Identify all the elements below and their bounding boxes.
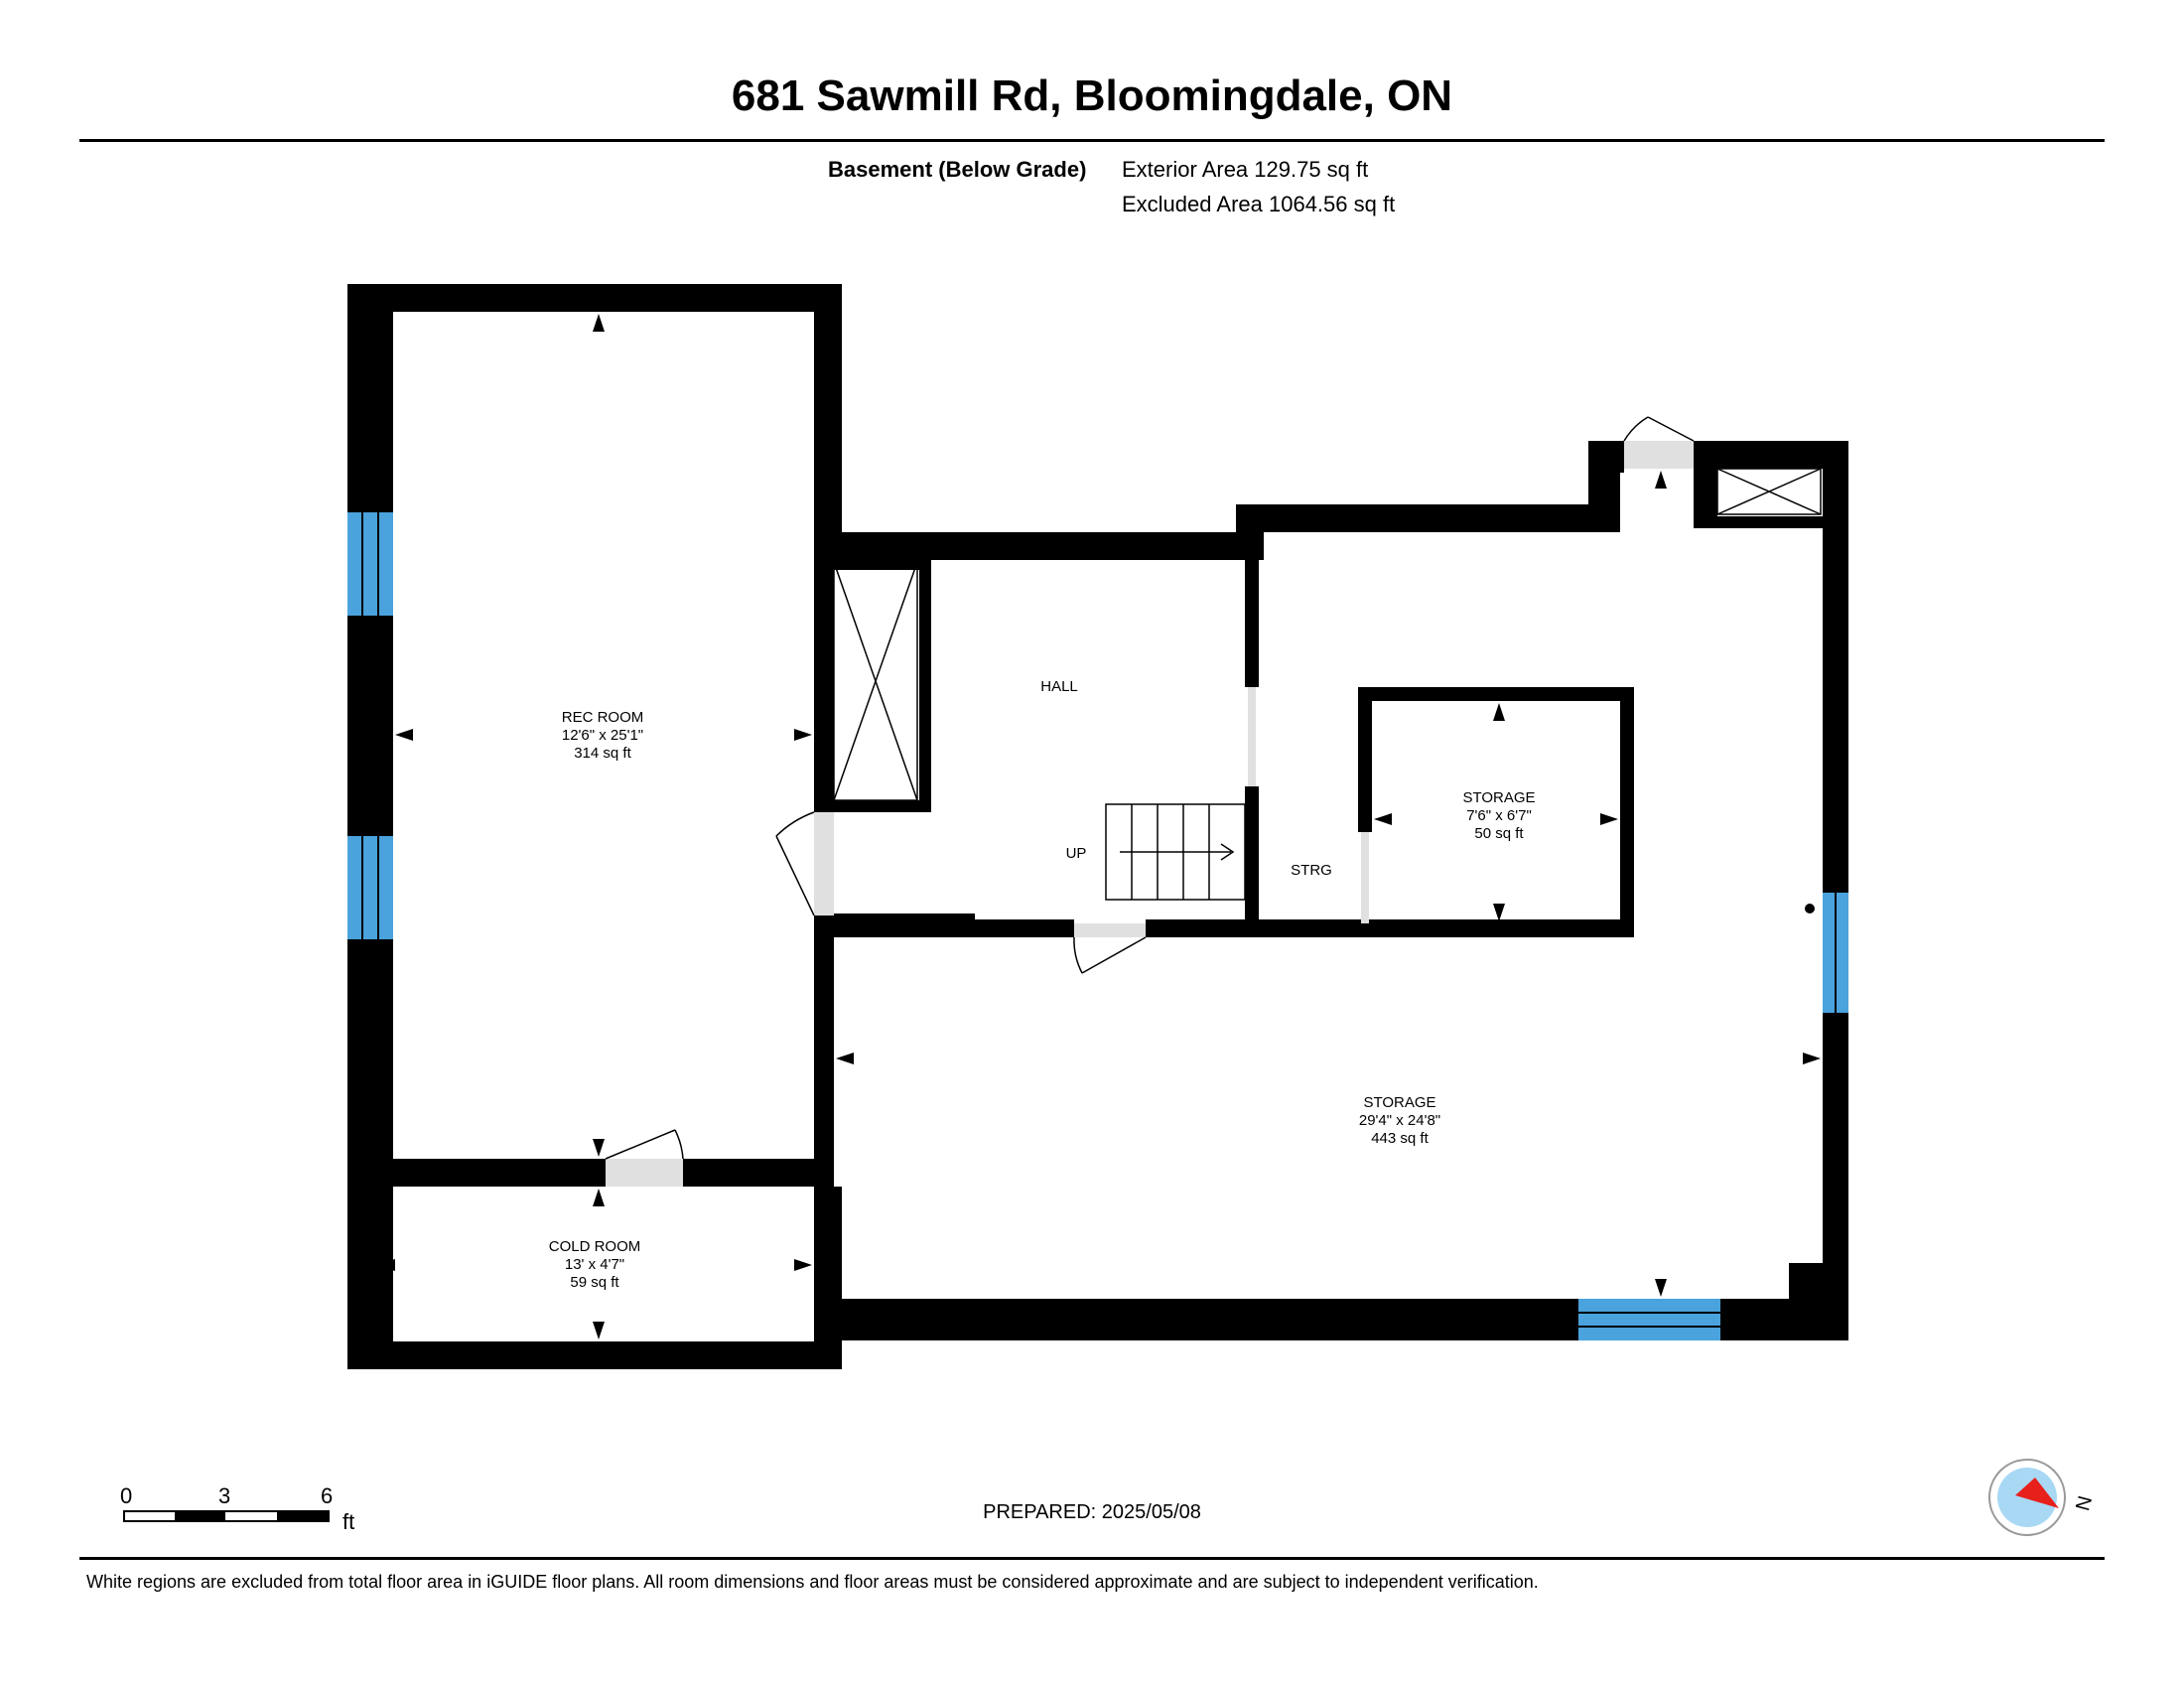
level-label: Basement (Below Grade) <box>828 157 1087 182</box>
walls <box>347 284 1848 1369</box>
rec-room-name: REC ROOM <box>562 709 644 726</box>
wall-closet-top <box>826 558 931 570</box>
storage-small-area: 50 sq ft <box>1474 825 1524 842</box>
compass-north-letter: N <box>2072 1493 2097 1513</box>
page-title: 681 Sawmill Rd, Bloomingdale, ON <box>731 71 1453 120</box>
wall-rec-east-mid <box>814 558 834 812</box>
wall-storage-north <box>1358 687 1634 701</box>
door-cold-room <box>606 1159 683 1187</box>
windows <box>347 512 1848 1340</box>
dimension-arrows <box>377 314 1821 1339</box>
storage-big-area: 443 sq ft <box>1371 1130 1429 1147</box>
wall-hall-south-b <box>975 919 1074 937</box>
scale-tick-0: 0 <box>120 1483 133 1508</box>
door-rec-leaf <box>775 835 815 916</box>
wall-cold-east <box>814 1187 842 1369</box>
footer-rule <box>79 1557 2105 1560</box>
prepared-date: PREPARED: 2025/05/08 <box>983 1501 1201 1523</box>
wall-cold-west <box>347 1187 375 1369</box>
wall-ne-bottom <box>1694 516 1848 528</box>
wall-rec-cold-b <box>683 1159 834 1187</box>
storage-big-name: STORAGE <box>1363 1094 1435 1111</box>
scale-tick-3: 3 <box>218 1483 231 1508</box>
wall-entry-top <box>1588 441 1624 473</box>
storage-small-dims: 7'6" x 6'7" <box>1466 807 1532 824</box>
scale-tick-6: 6 <box>321 1483 334 1508</box>
wall-rec-east-upper <box>814 284 842 558</box>
wall-ne-left <box>1694 441 1717 526</box>
door-exterior <box>1624 441 1694 469</box>
closet-ne <box>1716 468 1822 515</box>
window-rec-lower <box>347 836 393 939</box>
wall-rec-north <box>347 284 842 312</box>
door-rec-swing <box>775 811 815 837</box>
cold-room-name: COLD ROOM <box>549 1238 641 1255</box>
door-cold-leaf <box>605 1129 676 1160</box>
exterior-area: Exterior Area 129.75 sq ft <box>1122 157 1369 182</box>
stairs-up-label: UP <box>1066 845 1087 862</box>
storage-big-dims: 29'4" x 24'8" <box>1359 1112 1440 1129</box>
door-cold-swing <box>674 1129 684 1160</box>
wall-hall-south-a <box>826 914 975 937</box>
wall-closet-bottom <box>826 800 931 812</box>
window-south <box>1578 1299 1720 1340</box>
stairs <box>1105 803 1246 901</box>
door-hall-swing <box>1073 936 1083 974</box>
fixture-dot <box>1805 904 1815 914</box>
door-ext-swing <box>1623 416 1649 442</box>
header-rule <box>79 139 2105 142</box>
opening-strg <box>1248 687 1256 786</box>
door-hall-leaf <box>1081 936 1147 974</box>
wall-storage-west <box>1358 687 1372 832</box>
doors <box>605 416 1695 1187</box>
strg-name: STRG <box>1291 862 1332 879</box>
scale-unit: ft <box>342 1509 355 1534</box>
opening-storage-small <box>1361 832 1369 923</box>
footnote: White regions are excluded from total fl… <box>86 1572 1539 1592</box>
wall-hall-south-c <box>1146 919 1632 937</box>
rec-room-dims: 12'6" x 25'1" <box>562 727 643 744</box>
wall-east-north <box>1236 504 1611 532</box>
wall-cold-south <box>347 1341 842 1369</box>
compass-icon: N <box>1988 1459 2097 1536</box>
wall-east-upper <box>1823 441 1848 893</box>
door-ext-leaf <box>1647 416 1695 442</box>
cold-room-dims: 13' x 4'7" <box>565 1256 624 1273</box>
door-rec-hall <box>814 812 834 915</box>
rec-room-area: 314 sq ft <box>574 745 631 762</box>
hall-name: HALL <box>1040 678 1078 695</box>
wall-rec-cold-a <box>347 1159 606 1187</box>
closet-hall <box>833 561 918 801</box>
wall-closet-east <box>919 558 931 812</box>
scale-bar <box>123 1510 330 1522</box>
storage-small-name: STORAGE <box>1462 789 1535 806</box>
window-rec-upper <box>347 512 393 616</box>
wall-hall-east-upper <box>1245 556 1259 687</box>
wall-hall-north <box>834 532 1236 560</box>
wall-south-a <box>814 1299 1578 1340</box>
door-hall-storage <box>1074 923 1146 937</box>
cold-room-area: 59 sq ft <box>570 1274 619 1291</box>
wall-south-b <box>1720 1299 1825 1340</box>
closet-marks <box>833 468 1822 801</box>
wall-storage-east <box>1620 687 1634 937</box>
excluded-area: Excluded Area 1064.56 sq ft <box>1122 192 1396 216</box>
wall-hall-east-lower <box>1245 786 1259 925</box>
